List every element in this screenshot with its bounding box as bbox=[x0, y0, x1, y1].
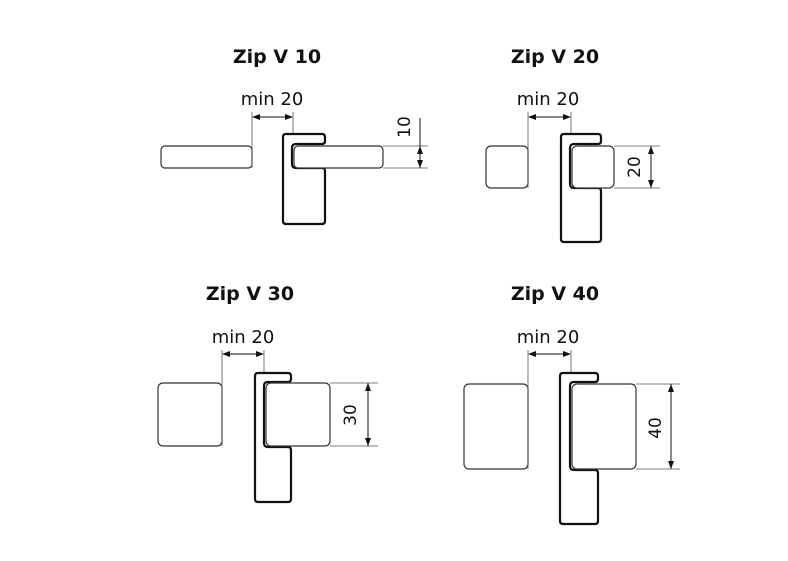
dimension-value: 10 bbox=[395, 116, 415, 138]
diagram-zip-v10: Zip V 10 min 20 10 bbox=[160, 46, 428, 226]
adjacent-panel bbox=[485, 145, 529, 189]
screen-panel bbox=[571, 145, 615, 189]
adjacent-panel bbox=[157, 382, 223, 447]
gap-dimension-arrow bbox=[528, 114, 571, 120]
adjacent-panel bbox=[463, 383, 529, 470]
gap-dimension-arrow bbox=[528, 351, 571, 357]
height-dimension-arrow bbox=[668, 384, 674, 469]
diagram-zip-v30: Zip V 30 min 20 30 bbox=[157, 283, 378, 504]
gap-label: min 20 bbox=[517, 327, 580, 348]
screen-panel bbox=[265, 382, 331, 447]
screen-panel bbox=[293, 145, 384, 169]
zip-guide-profile bbox=[558, 371, 600, 526]
height-dimension-arrow bbox=[648, 146, 654, 188]
screen-panel bbox=[571, 383, 637, 470]
height-dimension-arrow bbox=[417, 118, 423, 168]
adjacent-panel bbox=[160, 145, 253, 169]
gap-label: min 20 bbox=[517, 89, 580, 110]
gap-label: min 20 bbox=[241, 89, 304, 110]
gap-label: min 20 bbox=[212, 327, 275, 348]
gap-dimension-arrow bbox=[222, 351, 264, 357]
dimension-value: 30 bbox=[341, 404, 361, 426]
diagram-title: Zip V 20 bbox=[511, 46, 599, 68]
gap-dimension-arrow bbox=[252, 114, 293, 120]
diagram-title: Zip V 10 bbox=[233, 46, 321, 68]
zip-guide-profile bbox=[253, 371, 293, 504]
diagram-zip-v20: Zip V 20 min 20 20 bbox=[485, 46, 660, 244]
height-dimension-arrow bbox=[365, 383, 371, 446]
diagram-zip-v40: Zip V 40 min 20 40 bbox=[463, 283, 680, 526]
diagram-title: Zip V 30 bbox=[206, 283, 294, 305]
dimension-value: 40 bbox=[646, 417, 666, 439]
dimension-value: 20 bbox=[625, 156, 645, 178]
diagram-title: Zip V 40 bbox=[511, 283, 599, 305]
